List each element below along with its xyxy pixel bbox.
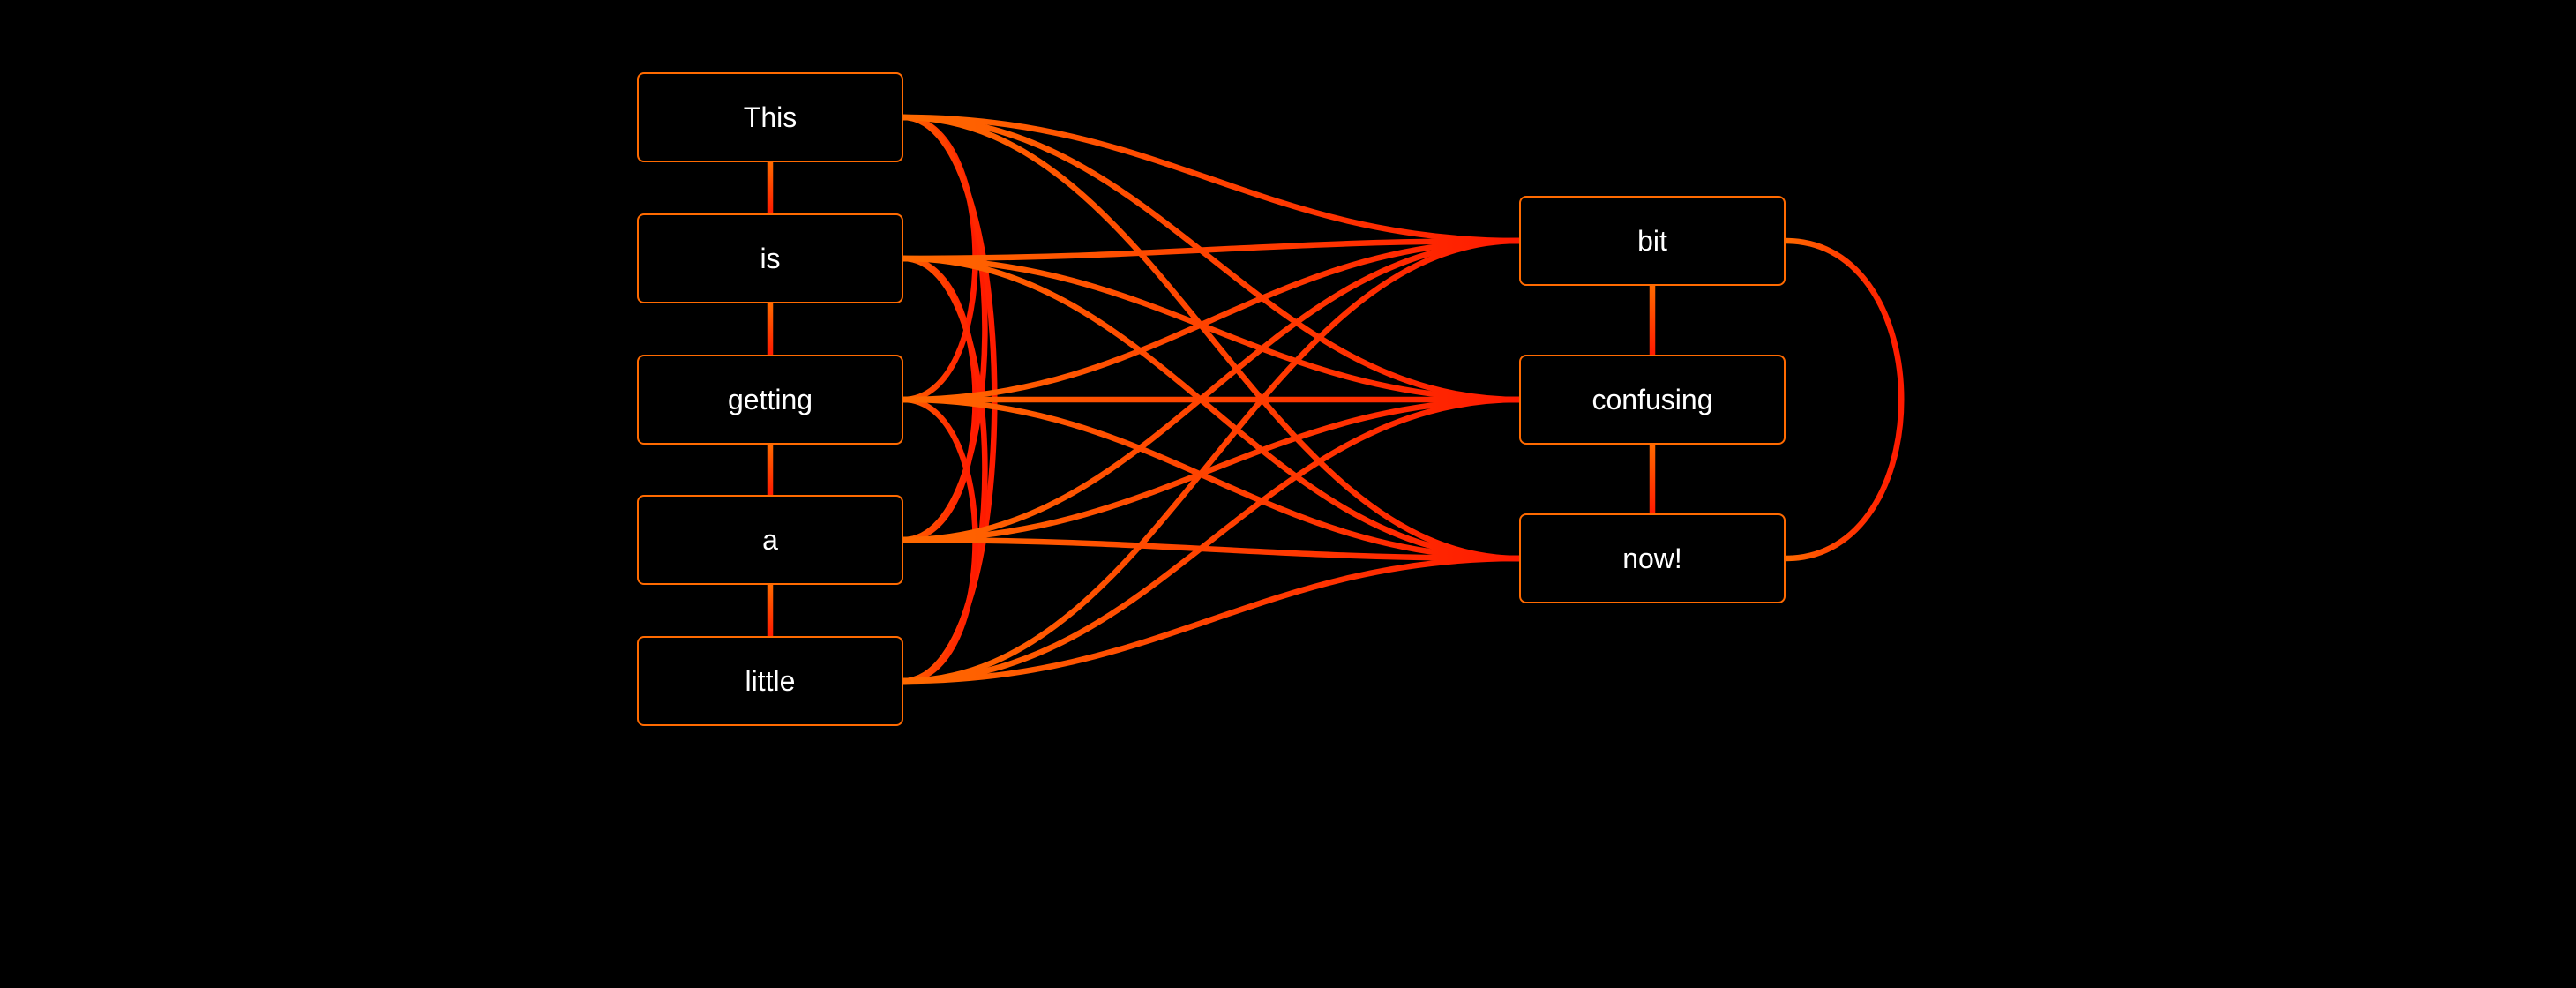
node-label: confusing <box>1591 384 1713 415</box>
edge-this-confusing <box>900 114 1523 403</box>
edge-bit-now <box>1782 237 1905 562</box>
edge-is-little <box>900 255 988 685</box>
edge-a-confusing <box>900 396 1523 543</box>
edge-a-bit <box>900 237 1523 543</box>
edge-getting-now <box>900 396 1523 562</box>
edge-little-now <box>900 555 1523 685</box>
node-a[interactable]: a <box>637 495 903 585</box>
edge-this-a <box>900 114 988 543</box>
node-label: little <box>745 665 796 697</box>
edge-this-now <box>900 114 1523 562</box>
node-label: This <box>743 101 798 133</box>
node-little[interactable]: little <box>637 636 903 726</box>
edge-is-now <box>900 255 1523 562</box>
node-label: now! <box>1622 543 1682 574</box>
edge-getting-bit <box>900 237 1523 403</box>
edge-little-bit <box>900 237 1523 685</box>
node-label: getting <box>727 384 813 415</box>
node-label: is <box>760 243 781 274</box>
node-now[interactable]: now! <box>1519 513 1786 603</box>
node-label: a <box>762 524 778 556</box>
edge-this-bit <box>900 114 1523 244</box>
edge-is-confusing <box>900 255 1523 403</box>
node-bit[interactable]: bit <box>1519 196 1786 286</box>
node-this[interactable]: This <box>637 72 903 162</box>
node-label: bit <box>1637 225 1667 257</box>
node-getting[interactable]: getting <box>637 355 903 445</box>
node-confusing[interactable]: confusing <box>1519 355 1786 445</box>
edges-group <box>767 114 1905 685</box>
node-is[interactable]: is <box>637 213 903 303</box>
edge-is-bit <box>900 237 1523 262</box>
edge-a-now <box>900 536 1523 562</box>
edge-little-confusing <box>900 396 1523 685</box>
